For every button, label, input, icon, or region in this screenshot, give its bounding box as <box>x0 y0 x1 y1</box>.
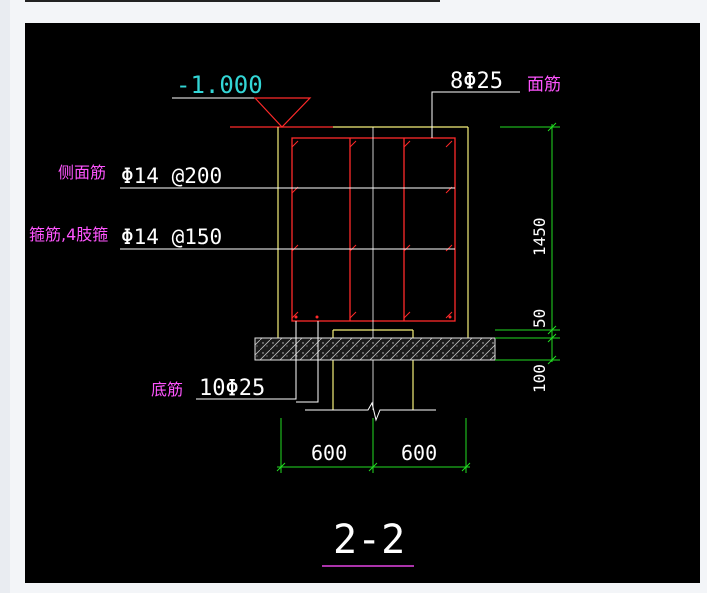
section-title: 2-2 <box>333 517 405 563</box>
elevation-triangle <box>253 97 312 128</box>
dim-100: 100 <box>530 364 549 393</box>
stirrup-name: 箍筋,4肢箍 <box>29 225 108 244</box>
left-margin-strip <box>0 0 10 593</box>
top-rebar-spec: 8Φ25 <box>450 69 503 94</box>
elevation-marker: -1.000 <box>172 71 333 128</box>
dim-600-right: 600 <box>401 441 437 465</box>
section-2-2-drawing: -1.000 <box>29 69 561 567</box>
rebar-cage <box>291 137 456 322</box>
cad-drawing-canvas[interactable]: -1.000 <box>25 23 700 583</box>
leader-lines <box>120 91 520 403</box>
dim-1450: 1450 <box>530 217 549 256</box>
elevation-label: -1.000 <box>176 71 263 99</box>
side-rebar-name: 侧面筋 <box>58 163 106 182</box>
dim-50: 50 <box>530 309 549 328</box>
top-rebar-name: 面筋 <box>527 75 561 95</box>
horizontal-dimensions <box>276 418 471 473</box>
rebar-ticks <box>291 140 453 319</box>
page-top-rule <box>25 0 440 2</box>
vertical-dimensions <box>495 122 560 365</box>
stirrup-spec: Φ14 @150 <box>121 225 222 249</box>
bottom-rebar-spec: 10Φ25 <box>199 376 265 401</box>
side-rebar-spec: Φ14 @200 <box>121 164 222 188</box>
break-line <box>305 401 436 422</box>
bottom-rebar-name: 底筋 <box>151 380 183 399</box>
dim-600-left: 600 <box>311 441 347 465</box>
cushion-slab-hatch <box>254 337 496 361</box>
bottom-rebar-dots <box>294 315 452 319</box>
